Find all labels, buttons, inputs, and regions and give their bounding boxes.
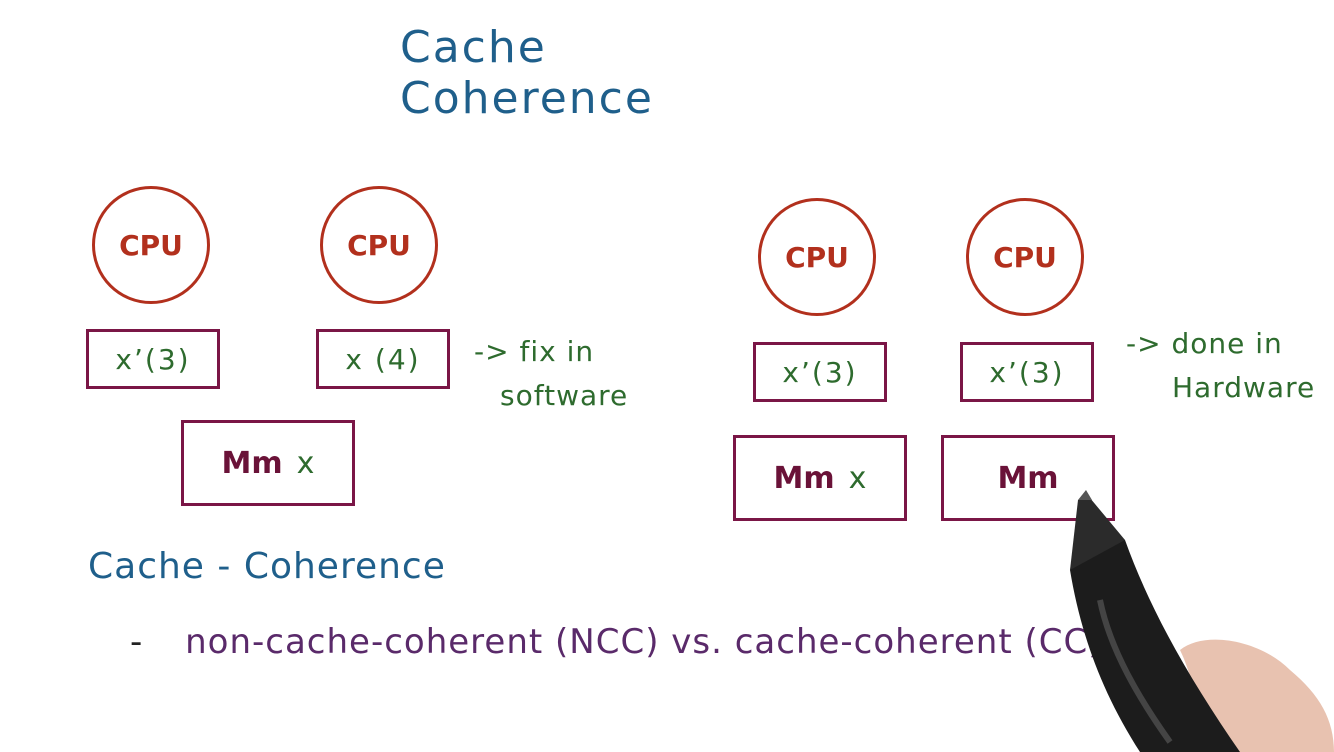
memory-label: Mm [221,445,283,481]
subheading: Cache - Coherence [88,546,446,587]
cpu-circle-left-1: CPU [92,186,210,304]
note-line-2: Hardware [1172,371,1316,404]
memory-x-label: x [296,445,315,481]
cache-box-right-1: x’(3) [753,342,887,402]
memory-box-right-2: Mm [941,435,1115,521]
pen-hand-image [1070,490,1334,752]
memory-box-right-1: Mm x [733,435,907,521]
note-line-1: -> fix in [474,335,595,368]
bullet-dash: - [130,622,144,662]
memory-label: Mm [997,460,1059,496]
cpu-circle-right-2: CPU [966,198,1084,316]
cpu-circle-left-2: CPU [320,186,438,304]
memory-label: Mm [773,460,835,496]
page-title: Cache Coherence [400,22,654,124]
bullet-line: - non-cache-coherent (NCC) vs. cache-coh… [130,622,1102,662]
note-done-in-hardware: -> done in Hardware [1126,322,1315,410]
memory-x-label: x [848,460,867,496]
cpu-circle-right-1: CPU [758,198,876,316]
note-line-1: -> done in [1126,327,1283,360]
cache-box-right-2: x’(3) [960,342,1094,402]
bullet-text: non-cache-coherent (NCC) vs. cache-coher… [185,622,1103,662]
cache-box-left-1: x’(3) [86,329,220,389]
memory-box-left: Mm x [181,420,355,506]
note-line-2: software [500,379,629,412]
note-fix-in-software: -> fix in software [474,330,628,418]
cache-box-left-2: x (4) [316,329,450,389]
